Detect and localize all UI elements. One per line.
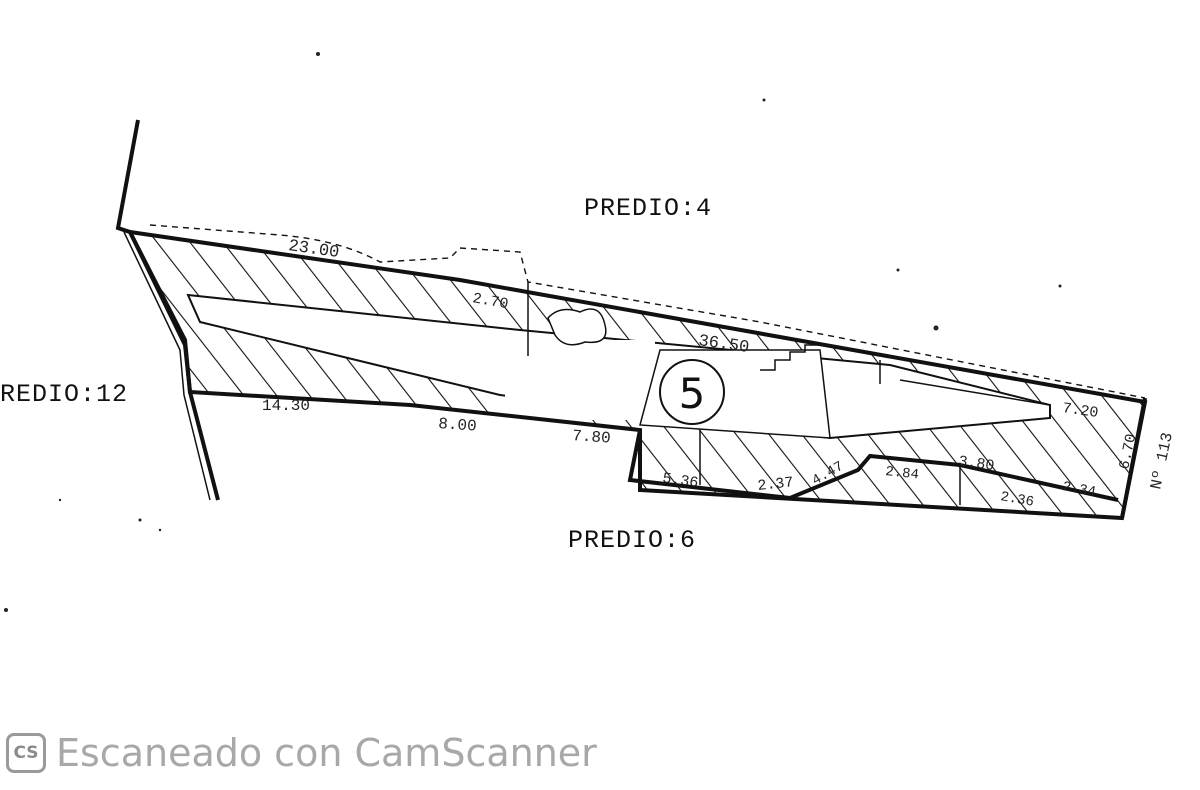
neighbour-outline-top <box>149 224 1146 399</box>
measurement-6: 7.80 <box>572 427 612 448</box>
camscanner-logo-icon: CS <box>6 733 46 773</box>
building-strip <box>186 293 1051 440</box>
house-number: Nº 113 <box>1147 431 1177 491</box>
scan-specks <box>4 52 1062 612</box>
predio-label-top: PREDIO:4 <box>584 194 713 223</box>
lot-boundary <box>126 229 1148 521</box>
right-boundary <box>1120 397 1147 519</box>
measurement-4: 14.30 <box>262 397 310 415</box>
predio-label-left: REDIO:12 <box>0 380 129 409</box>
measurement-7: 5.36 <box>661 470 699 492</box>
measurement-13: 2.34 <box>1061 479 1097 501</box>
measurement-11: 3.80 <box>957 453 995 475</box>
predio-label-bottom: PREDIO:6 <box>568 526 697 555</box>
watermark-text: Escaneado con CamScanner <box>56 731 597 775</box>
lot-number-marker: 5 <box>659 359 725 425</box>
measurement-2: 2.70 <box>471 290 509 313</box>
measurement-8: 2.37 <box>757 474 795 495</box>
measurement-5: 8.00 <box>438 415 478 436</box>
lot-number: 5 <box>679 369 706 418</box>
measurement-10: 2.84 <box>884 464 919 483</box>
measurement-14: 7.20 <box>1061 400 1099 422</box>
measurement-12: 2.36 <box>999 489 1035 511</box>
camscanner-watermark: CS Escaneado con CamScanner <box>6 728 597 778</box>
measurements: 23.00 2.70 36.50 14.30 8.00 7.80 5.36 2.… <box>262 237 1177 511</box>
inner-lines <box>527 282 1051 505</box>
